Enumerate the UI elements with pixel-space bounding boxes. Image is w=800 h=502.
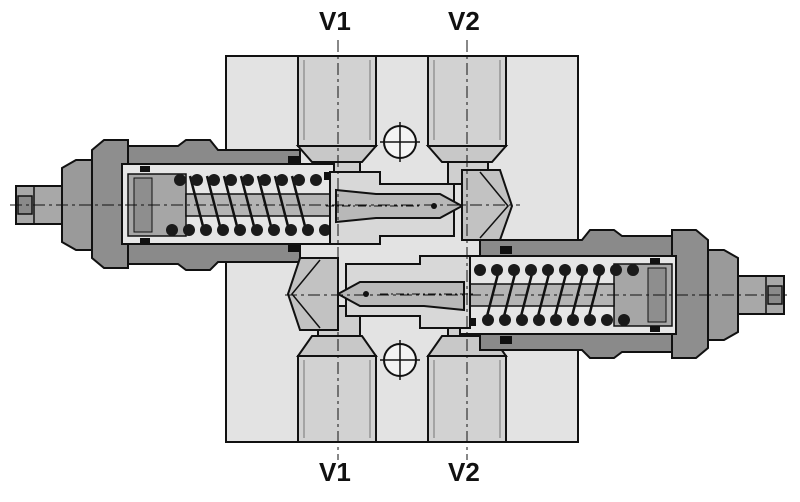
port-label-v1-bottom: V1 [319, 457, 351, 487]
port-label-v2-top: V2 [448, 6, 480, 36]
poppet-right [335, 281, 465, 312]
port-label-v2-bottom: V2 [448, 457, 480, 487]
mounting-hole-bottom [380, 340, 420, 380]
port-label-v1-top: V1 [319, 6, 351, 36]
cap-nut-left [91, 139, 129, 269]
mounting-hole-top [380, 122, 420, 162]
poppet-left [335, 188, 465, 224]
center-lines [10, 40, 790, 460]
cap-nut-right [671, 229, 709, 359]
